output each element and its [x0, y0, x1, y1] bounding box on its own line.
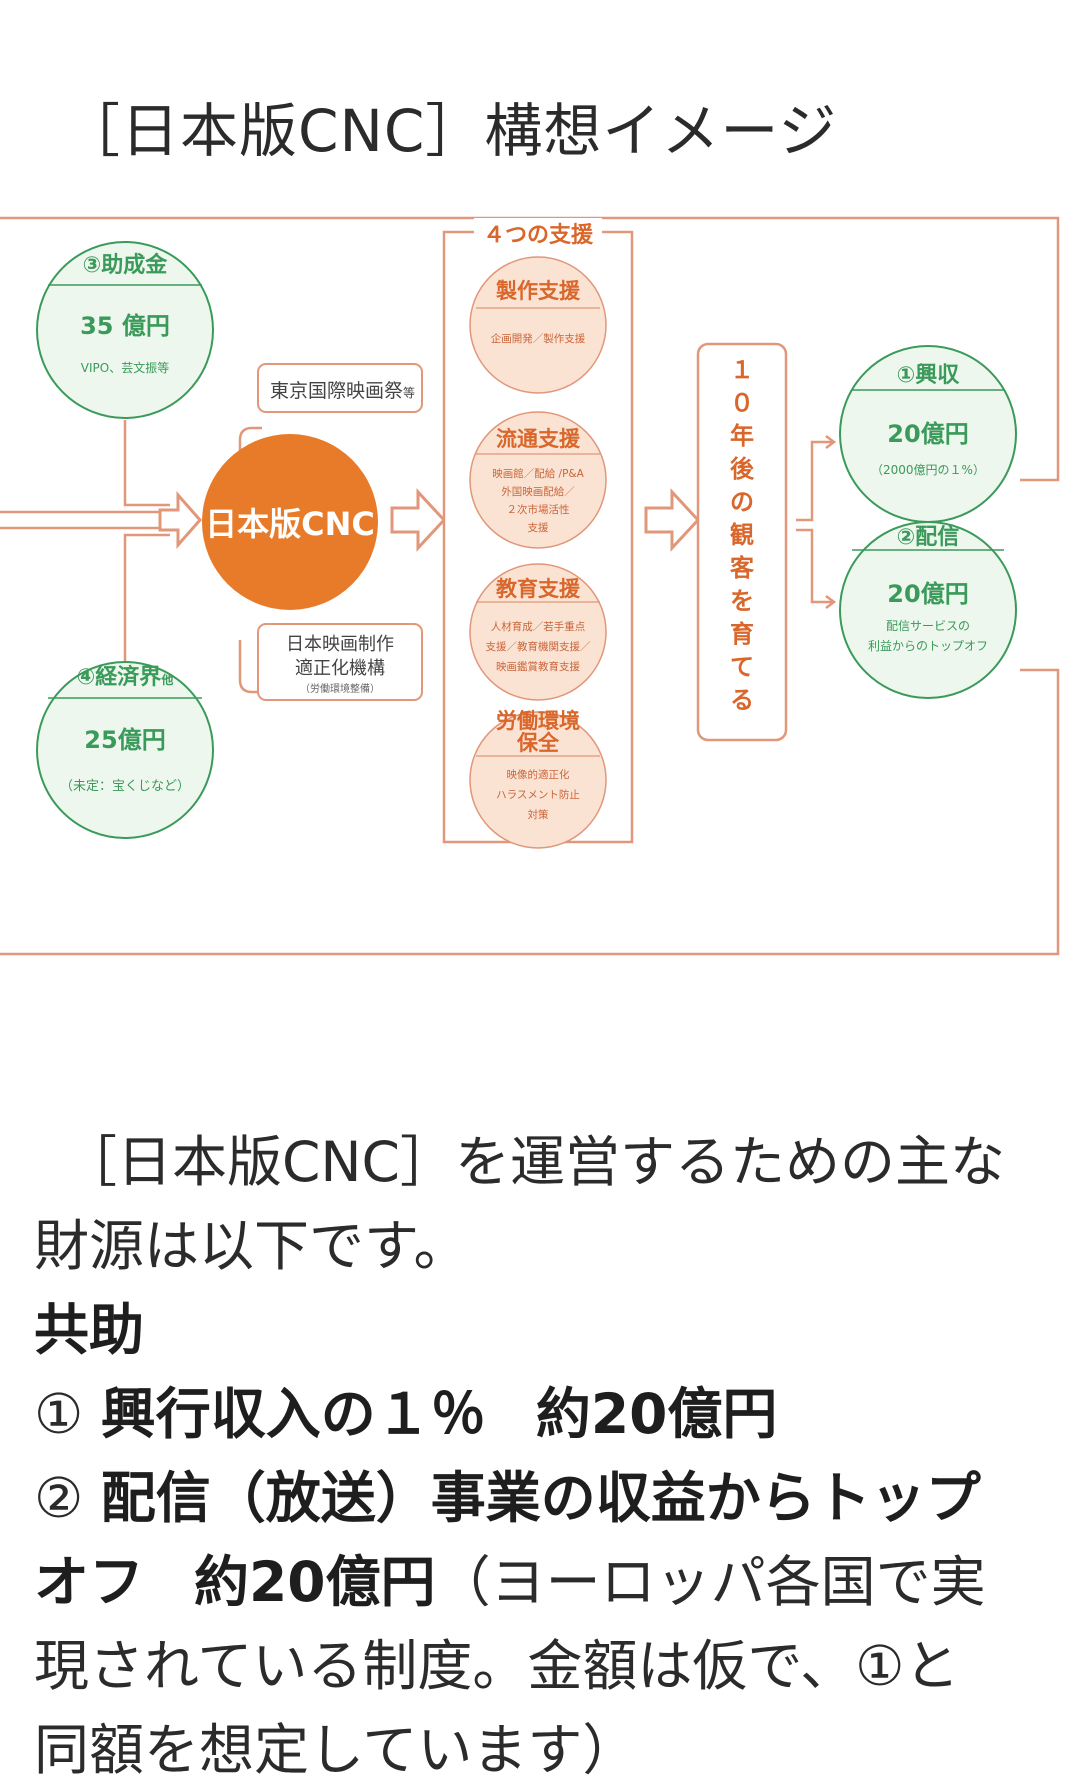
funding-2-note-line1: 配信サービスの [886, 619, 970, 633]
item-2-note-line-2: 現されている制度。金額は仮で、①と [34, 1634, 960, 1698]
funding-4-title-suffix: 他 [160, 672, 173, 687]
goal-char: る [730, 686, 754, 714]
item-2-number: ② [34, 1466, 84, 1530]
tokyo-festival-suffix: 等 [403, 386, 415, 400]
item-2-line-1: ② 配信（放送）事業の収益からトップ [34, 1456, 1044, 1540]
support-4-title-line2: 保全 [516, 731, 560, 755]
item-2-note-part-1: （ヨーロッパ各国で実 [435, 1550, 986, 1614]
funding-circle-1: ①興収 20億円 （2000億円の１%） [839, 345, 1017, 523]
support-1-line1: 企画開発／製作支援 [491, 332, 586, 345]
support-circle-3: 教育支援 人材育成／若手重点 支援／教育機関支援／ 映画鑑賞教育支援 [469, 563, 607, 701]
funding-1-amount: 20億円 [887, 420, 968, 448]
support-3-line3: 映画鑑賞教育支援 [496, 660, 580, 673]
funding-3-title: ③助成金 [83, 252, 169, 278]
item-1-text: 興行収入の１％ [100, 1382, 486, 1446]
supports-header: ４つの支援 [483, 223, 594, 248]
support-circle-2: 流通支援 映画館／配給 /P&A 外国映画配給／ ２次市場活性 支援 [469, 411, 607, 549]
tokyo-festival-label: 東京国際映画祭 [270, 380, 403, 402]
goal-char: 観 [730, 521, 754, 549]
support-3-line2: 支援／教育機関支援／ [486, 640, 591, 653]
intro-line-2: 財源は以下です。 [34, 1214, 469, 1278]
funding-3-note: VIPO、芸文振等 [81, 360, 169, 375]
item-1-amount: 約20億円 [535, 1382, 778, 1446]
support-circle-1: 製作支援 企画開発／製作支援 [469, 256, 607, 394]
item-2-note-line-3: 同額を想定しています） [34, 1718, 638, 1782]
support-4-line3: 対策 [528, 808, 549, 821]
svg-text:④経済界他: ④経済界他 [77, 664, 174, 690]
intro-line-1: ［日本版CNC］を運営するための主な [62, 1130, 1005, 1194]
funding-circle-3: ③助成金 35 億円 VIPO、芸文振等 [36, 241, 214, 419]
support-3-line1: 人材育成／若手重点 [491, 620, 586, 633]
support-4-title-line1: 労働環境 [496, 709, 580, 733]
goal-char: 育 [730, 620, 754, 648]
org-line1: 日本映画制作 [286, 634, 394, 655]
body-text: ［日本版CNC］を運営するための主な 財源は以下です。 共助 ① 興行収入の１％… [34, 1120, 1044, 1792]
support-4-line1: 映像的適正化 [507, 768, 570, 781]
support-circle-4: 労働環境 保全 映像的適正化 ハラスメント防止 対策 [469, 709, 607, 849]
funding-3-amount: 35 億円 [80, 312, 170, 340]
funding-4-title: ④経済界 [77, 664, 162, 690]
item-1-number: ① [34, 1382, 84, 1446]
funding-circle-4: ④経済界他 25億円 （未定：宝くじなど） [36, 661, 214, 839]
page-title: ［日本版CNC］構想イメージ [62, 97, 838, 165]
goal-char: て [730, 653, 754, 681]
org-line2: 適正化機構 [295, 658, 385, 679]
cnc-to-supports-arrow [390, 488, 447, 552]
support-2-line3: ２次市場活性 [507, 503, 570, 516]
funding-2-note-line2: 利益からのトップオフ [868, 639, 988, 653]
cnc-center-label: 日本版CNC [205, 505, 375, 543]
goal-char: ０ [730, 389, 754, 417]
funding-2-title: ②配信 [897, 524, 960, 550]
support-4-line2: ハラスメント防止 [496, 788, 580, 801]
goal-char: 客 [730, 554, 755, 582]
org-box: 日本映画制作 適正化機構 （労働環境整備） [257, 623, 423, 701]
funding-1-note: （2000億円の１%） [871, 463, 985, 477]
funding-circle-2: ②配信 20億円 配信サービスの 利益からのトップオフ [839, 521, 1017, 699]
support-2-line1: 映画館／配給 /P&A [492, 467, 584, 480]
goal-char: の [730, 488, 754, 516]
item-2-amount: 約20億円 [194, 1550, 436, 1614]
tokyo-festival-box: 東京国際映画祭等 [257, 363, 423, 413]
funding-4-amount: 25億円 [84, 726, 165, 754]
support-3-title: 教育支援 [496, 577, 581, 601]
flow-arrows [158, 488, 701, 552]
support-2-line4: 支援 [528, 521, 549, 534]
cnc-center-circle: 日本版CNC [202, 434, 378, 610]
goal-split-arrows [796, 435, 837, 609]
support-2-line2: 外国映画配給／ [501, 485, 575, 498]
item-2-text-line-2: オフ [34, 1550, 145, 1614]
funding-4-note: （未定：宝くじなど） [60, 779, 190, 794]
funding-2-amount: 20億円 [887, 580, 968, 608]
funding-1-title: ①興収 [897, 363, 961, 388]
item-2-line-2: オフ約20億円（ヨーロッパ各国で実 [34, 1540, 1044, 1624]
section-heading: 共助 [34, 1298, 145, 1362]
supports-to-goal-arrow [644, 488, 701, 552]
goal-char: 年 [730, 422, 754, 450]
cnc-concept-diagram: ③助成金 35 億円 VIPO、芸文振等 ④経済界他 25億円 （未定：宝くじな… [0, 210, 1080, 970]
goal-char: 後 [730, 455, 755, 483]
support-2-title: 流通支援 [496, 427, 581, 451]
goal-char: を [730, 587, 754, 615]
item-2-text-line-1: 配信（放送）事業の収益からトップ [100, 1466, 981, 1530]
goal-char: １ [730, 356, 754, 384]
svg-text:東京国際映画祭等: 東京国際映画祭等 [270, 380, 415, 402]
org-note: （労働環境整備） [300, 682, 380, 695]
item-1: ① 興行収入の１％ 約20億円 [34, 1372, 1044, 1456]
support-1-title: 製作支援 [495, 279, 581, 303]
